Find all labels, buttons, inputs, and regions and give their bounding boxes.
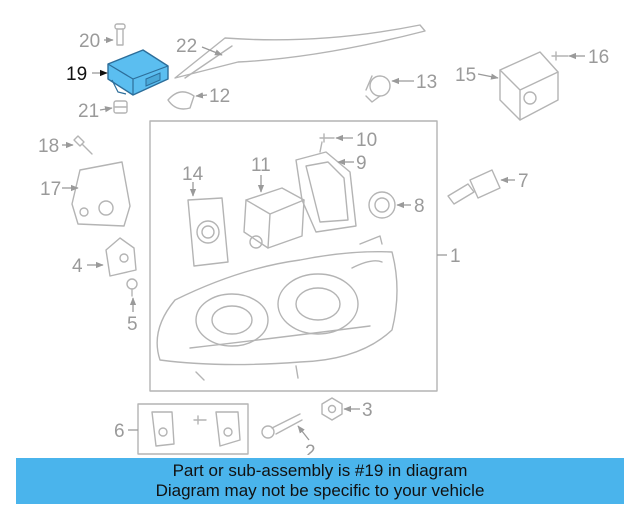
part-17-bracket[interactable] (71, 161, 131, 227)
callout-7: 7 (518, 171, 529, 192)
callout-16: 16 (588, 47, 609, 68)
part-18-screw[interactable] (73, 135, 93, 155)
callout-8: 8 (414, 196, 425, 217)
part-21-nut[interactable] (113, 100, 128, 114)
banner-line-2: Diagram may not be specific to your vehi… (155, 481, 485, 500)
part-3-nut[interactable] (321, 397, 343, 421)
part-2-bolt[interactable] (261, 413, 303, 439)
callout-19: 19 (66, 64, 87, 85)
parts-diagram: 1 2 3 4 5 6 7 8 9 10 11 12 13 14 15 16 1… (38, 23, 609, 455)
callout-14: 14 (182, 164, 204, 185)
banner-line-1: Part or sub-assembly is #19 in diagram (172, 461, 468, 480)
callout-3: 3 (362, 400, 373, 421)
callout-20: 20 (79, 31, 100, 52)
callout-9: 9 (356, 153, 367, 174)
callout-13: 13 (416, 72, 437, 93)
callout-2: 2 (305, 442, 316, 455)
part-6-bracket-kit (137, 403, 249, 455)
callout-4: 4 (72, 256, 83, 277)
part-20-screw[interactable] (114, 23, 126, 46)
callout-17: 17 (40, 179, 61, 200)
callout-12: 12 (209, 86, 230, 107)
headlamp-lens (156, 235, 398, 381)
part-14-cover[interactable] (187, 197, 229, 267)
part-7-xenon-bulb[interactable] (447, 169, 501, 205)
info-banner: Part or sub-assembly is #19 in diagram D… (16, 458, 624, 504)
part-22-trim-strip[interactable] (174, 24, 426, 79)
part-8-cap[interactable] (368, 191, 396, 219)
callout-11: 11 (251, 155, 271, 176)
callout-6: 6 (114, 421, 125, 442)
callout-21: 21 (78, 101, 99, 122)
callout-10: 10 (356, 130, 377, 151)
part-9-bracket[interactable] (295, 151, 357, 233)
part-5-screw[interactable] (126, 278, 138, 297)
part-19-control-module[interactable] (107, 49, 169, 96)
part-15-ballast[interactable] (499, 51, 559, 121)
part-13-bulb[interactable] (365, 75, 391, 103)
callout-18: 18 (38, 136, 59, 157)
callout-15: 15 (455, 65, 476, 86)
callout-5: 5 (127, 314, 138, 335)
headlamp-assembly-frame (149, 120, 438, 392)
part-12-plug[interactable] (167, 91, 195, 110)
callout-22: 22 (176, 36, 197, 57)
part-10-screw[interactable] (319, 133, 335, 153)
part-4-mount-bracket[interactable] (105, 237, 137, 277)
part-11-leveling-motor[interactable] (243, 187, 305, 249)
part-16-screw[interactable] (551, 51, 569, 61)
callout-1: 1 (450, 246, 461, 267)
